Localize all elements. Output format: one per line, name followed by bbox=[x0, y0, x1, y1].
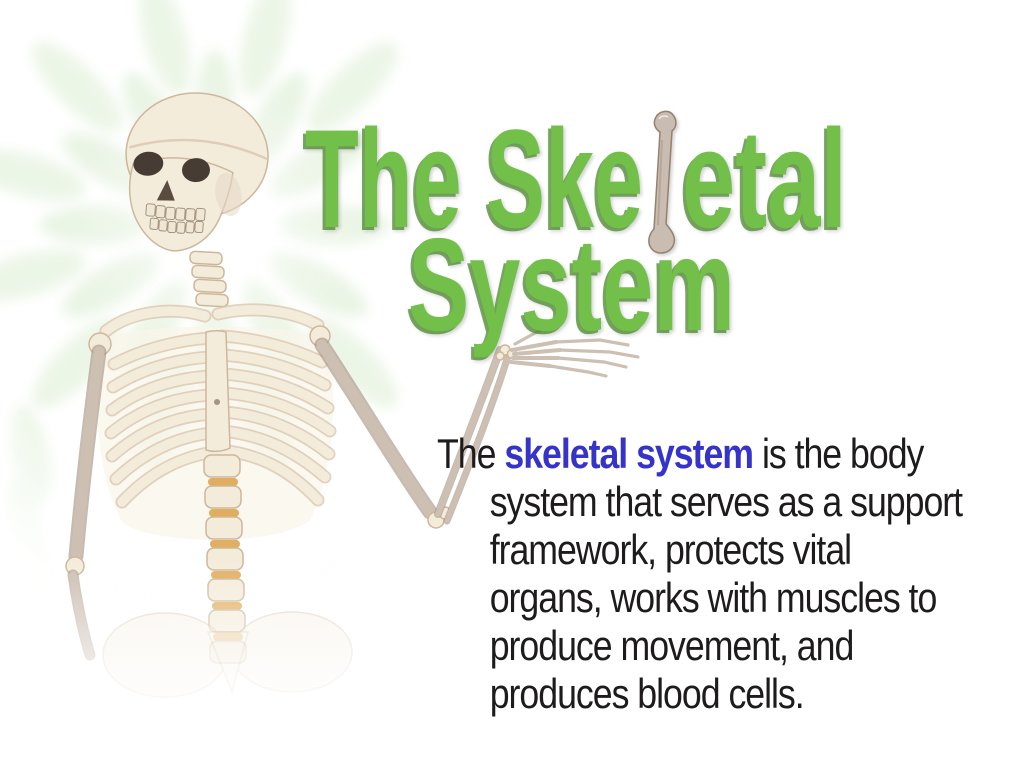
bone-letter-icon bbox=[648, 110, 677, 254]
keyword-skeletal-system: skeletal system bbox=[504, 430, 754, 477]
skeleton-photo bbox=[0, 92, 700, 768]
photo-fade bbox=[0, 560, 700, 768]
slide-title: The Ske The Ske etal etal System System bbox=[302, 100, 847, 361]
body-line-4: organs, works with muscles to bbox=[489, 574, 938, 621]
title-line2-shadow: System bbox=[405, 214, 732, 361]
sternum bbox=[205, 329, 231, 453]
body-line-6: produces blood cells. bbox=[489, 670, 805, 717]
title-line1-after-bone-shadow: etal bbox=[679, 103, 844, 260]
right-arm bbox=[314, 325, 640, 529]
body-line-3: framework, protects vital bbox=[489, 526, 852, 573]
title-line1-after-bone: etal bbox=[682, 100, 847, 257]
body-line-5: produce movement, and bbox=[489, 622, 855, 669]
skull-illustration bbox=[125, 92, 269, 252]
hand bbox=[495, 325, 640, 378]
body-line-2: system that serves as a support bbox=[489, 478, 963, 525]
body-line1-prefix: The bbox=[437, 430, 505, 477]
body-paragraph: The skeletal system is the body system t… bbox=[437, 430, 963, 718]
cervical-spine bbox=[189, 250, 229, 308]
teeth bbox=[145, 203, 206, 234]
title-line1-before-bone: The Ske bbox=[305, 100, 643, 257]
title-line1-before-bone-shadow: The Ske bbox=[302, 103, 640, 260]
ribcage bbox=[104, 329, 337, 509]
title-line2: System bbox=[408, 211, 735, 358]
body-line-1: The skeletal system is the body bbox=[437, 430, 962, 478]
body-line1-suffix: is the body bbox=[753, 430, 924, 477]
